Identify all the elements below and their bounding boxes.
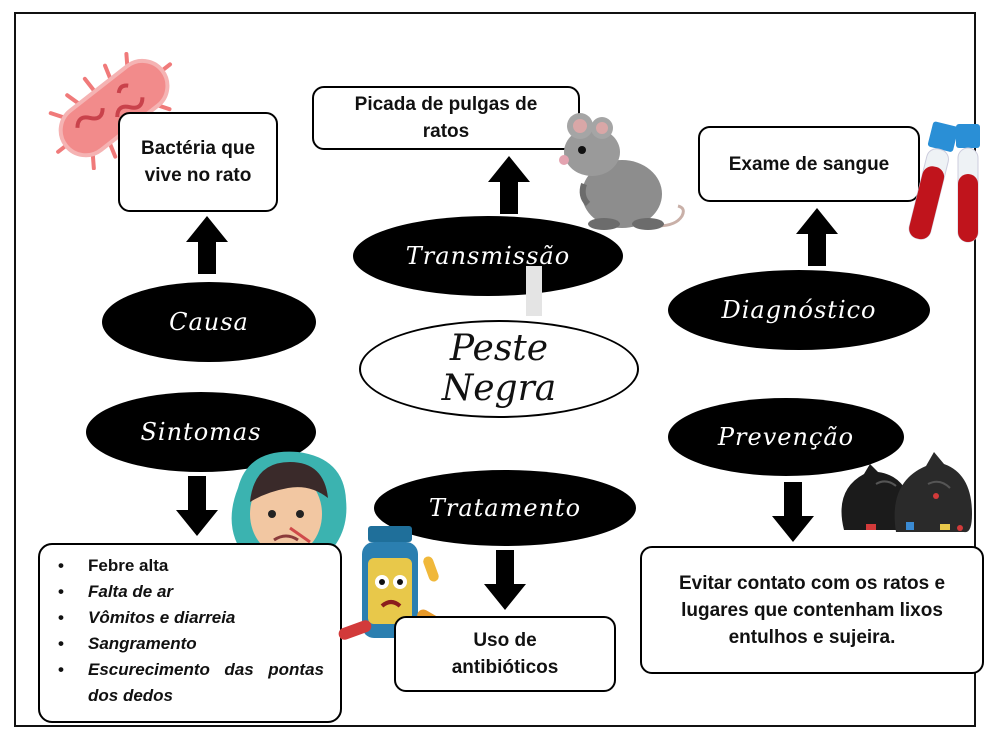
list-item: Falta de ar (54, 579, 330, 605)
causa-node: Causa (102, 282, 316, 362)
sintomas-detail-box: Febre alta Falta de ar Vômitos e diarrei… (38, 543, 342, 723)
arrow-transmissao (488, 156, 530, 214)
list-item: Febre alta (54, 553, 330, 579)
diagnostico-detail-text: Exame de sangue (728, 153, 890, 175)
prevencao-detail-text: Evitar contato com os ratos e lugares qu… (678, 572, 946, 648)
blood-tubes-icon (908, 121, 980, 243)
arrow-tratamento (484, 550, 526, 610)
prevencao-node: Prevenção (668, 398, 904, 476)
sick-person-icon (231, 451, 347, 571)
central-topic: Peste Negra (359, 320, 639, 418)
prevencao-detail-box: Evitar contato com os ratos e lugares qu… (640, 546, 984, 674)
arrow-sintomas (176, 476, 218, 536)
diagnostico-node: Diagnóstico (668, 270, 930, 350)
list-item: Vômitos e diarreia (54, 605, 330, 631)
central-topic-line2: Negra (441, 368, 557, 409)
sintomas-label: Sintomas (140, 418, 262, 446)
diagnostico-detail-box: Exame de sangue (698, 126, 920, 202)
sintomas-list: Febre alta Falta de ar Vômitos e diarrei… (54, 553, 330, 709)
transmissao-node: Transmissão (353, 216, 623, 296)
tratamento-detail-box: Uso de antibióticos (394, 616, 616, 692)
sintomas-node: Sintomas (86, 392, 316, 472)
medicine-bottle-icon (338, 526, 445, 640)
connector-bar (526, 266, 542, 316)
tratamento-detail-text: Uso de antibióticos (451, 630, 559, 678)
arrow-prevencao (772, 482, 814, 542)
transmissao-label: Transmissão (405, 242, 571, 270)
list-item: Sangramento (54, 631, 330, 657)
arrow-diagnostico (796, 208, 838, 266)
arrow-causa (186, 216, 228, 274)
transmissao-detail-text: Picada de pulgas de ratos (354, 94, 538, 142)
causa-detail-text: Bactéria que vive no rato (140, 138, 256, 186)
trash-bags-icon (841, 452, 972, 533)
prevencao-label: Prevenção (717, 423, 855, 451)
tratamento-label: Tratamento (428, 494, 582, 522)
tratamento-node: Tratamento (374, 470, 636, 546)
transmissao-detail-box: Picada de pulgas de ratos (312, 86, 580, 150)
list-item: Escurecimento das pontas dos dedos (54, 657, 324, 709)
causa-detail-box: Bactéria que vive no rato (118, 112, 278, 212)
diagnostico-label: Diagnóstico (721, 296, 877, 324)
causa-label: Causa (169, 308, 249, 336)
rat-icon (559, 113, 685, 230)
central-topic-line1: Peste (449, 328, 549, 369)
